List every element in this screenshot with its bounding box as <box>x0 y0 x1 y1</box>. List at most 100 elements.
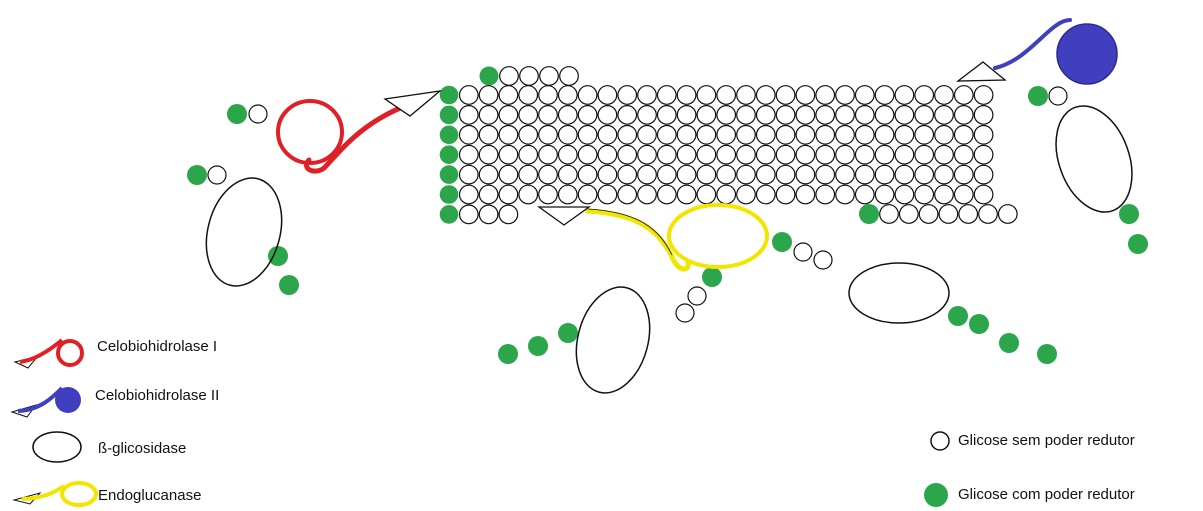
glucose-unit <box>736 144 756 165</box>
reducing-glucose <box>439 125 459 145</box>
glucose-unit <box>458 184 479 205</box>
glucose-unit <box>458 164 479 185</box>
glucose-unit <box>914 164 935 185</box>
glucose-unit <box>854 104 875 125</box>
glucose-unit <box>953 124 974 145</box>
reducing-glucose <box>1119 204 1139 224</box>
glucose-unit <box>676 85 697 105</box>
glucose-unit <box>617 144 638 165</box>
glucose-unit <box>736 184 756 205</box>
glucose-unit <box>656 85 677 105</box>
glucose-unit <box>854 184 875 205</box>
glucose-unit <box>914 144 935 165</box>
glucose-unit <box>696 124 717 145</box>
glucose-unit <box>498 204 519 225</box>
glucose-unit <box>795 124 816 145</box>
glucose-unit <box>934 184 954 205</box>
glucose-unit <box>958 204 979 224</box>
glucose-unit <box>637 144 657 165</box>
glucose-unit <box>538 85 558 105</box>
glucose-unit <box>815 164 836 185</box>
glucose-unit <box>854 144 875 165</box>
cellobiohydrolase-1-icon <box>13 338 84 369</box>
glucose-unit <box>637 124 657 145</box>
cellobiohydrolase-2-enzyme <box>956 18 1118 85</box>
glucose-unit <box>577 104 598 125</box>
glucose-unit <box>499 66 519 86</box>
glucose-unit <box>973 144 994 165</box>
glucose-unit <box>676 124 697 145</box>
glucose-unit <box>597 124 618 145</box>
glucose-unit <box>775 104 796 125</box>
glucose-unit <box>597 104 618 125</box>
cellulose-fiber <box>439 66 1018 225</box>
legend-label-beta-glucosidase: ß-glicosidase <box>98 440 187 457</box>
glucose-unit <box>518 104 539 125</box>
beta-glucosidase-center-right <box>848 262 950 324</box>
beta-glucosidase-left <box>205 177 283 287</box>
glucose-unit <box>894 144 915 165</box>
glucose-unit <box>656 124 677 145</box>
reducing-glucose <box>1128 234 1148 254</box>
glucose-unit <box>597 144 618 165</box>
reducing-glucose <box>772 232 792 252</box>
glucose-unit <box>716 85 737 105</box>
glucose-unit <box>755 144 776 165</box>
glucose-unit <box>898 204 919 224</box>
glucose-unit <box>874 184 895 205</box>
glucose-unit <box>973 124 994 145</box>
glucose-unit <box>539 66 559 86</box>
glucose-unit <box>795 85 816 105</box>
reducing-glucose <box>439 205 459 224</box>
glucose-unit <box>997 204 1018 224</box>
glucose-unit <box>538 144 558 165</box>
glucose-unit <box>755 164 776 185</box>
glucose-unit <box>557 85 578 105</box>
endoglucanase-enzyme <box>536 203 769 272</box>
glucose-unit <box>973 184 994 205</box>
glucose-unit <box>795 184 816 205</box>
glucose-unit <box>458 85 479 105</box>
endoglucanase-icon <box>12 481 98 507</box>
glucose-unit <box>854 85 875 105</box>
glucose-unit <box>716 164 737 185</box>
glucose-unit <box>458 204 479 225</box>
glucose-unit <box>498 164 519 185</box>
glucose-unit <box>518 164 539 185</box>
reducing-glucose <box>948 306 968 326</box>
glucose-unit <box>1048 86 1068 106</box>
reducing-glucose <box>227 104 247 124</box>
glucose-unit <box>894 164 915 185</box>
glucose-unit <box>478 204 499 225</box>
reducing-glucose-unit-icon <box>924 483 948 507</box>
glucose-unit <box>518 124 539 145</box>
reducing-glucose <box>859 204 879 224</box>
glucose-unit <box>478 184 499 205</box>
reducing-glucose <box>969 314 989 334</box>
glucose-unit <box>637 85 657 105</box>
reducing-glucose <box>187 165 207 185</box>
glucose-unit <box>813 250 833 270</box>
glucose-unit <box>934 124 954 145</box>
glucose-unit <box>557 104 578 125</box>
glucose-unit <box>538 124 558 145</box>
beta-glucosidase-center-bottom <box>575 286 651 394</box>
reducing-glucose <box>498 344 518 364</box>
glucose-unit <box>978 204 998 224</box>
glucose-unit <box>676 184 697 205</box>
glucose-unit <box>716 124 737 145</box>
glucose-unit <box>716 104 737 125</box>
glucose-unit <box>559 66 579 86</box>
glucose-unit <box>874 85 895 105</box>
reducing-glucose <box>279 275 299 295</box>
glucose-unit <box>207 165 227 185</box>
glucose-unit <box>755 184 776 205</box>
glucose-unit <box>458 124 479 145</box>
reducing-glucose <box>439 105 459 125</box>
glucose-unit <box>557 164 578 185</box>
glucose-unit <box>755 85 776 105</box>
glucose-unit <box>248 104 268 124</box>
glucose-unit <box>973 85 994 105</box>
reducing-glucose <box>999 333 1019 353</box>
